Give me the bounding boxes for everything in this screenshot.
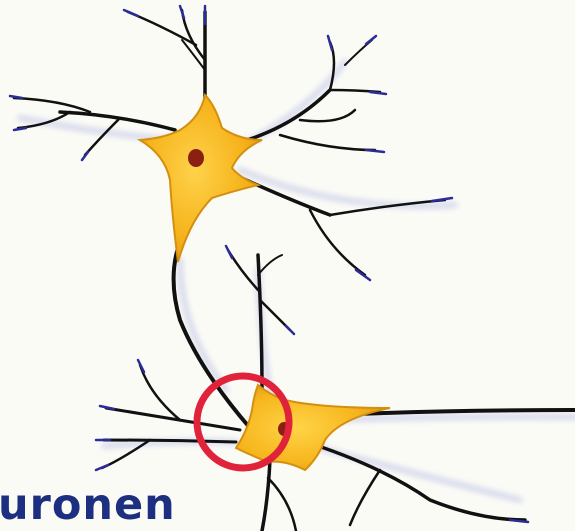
- upper-nucleus: [188, 149, 204, 167]
- upper-dendrites: [14, 10, 445, 428]
- upper-soma: [140, 95, 262, 262]
- neuron-upper: [10, 6, 452, 428]
- lower-soma: [236, 385, 390, 470]
- caption-text: uronen: [0, 480, 176, 530]
